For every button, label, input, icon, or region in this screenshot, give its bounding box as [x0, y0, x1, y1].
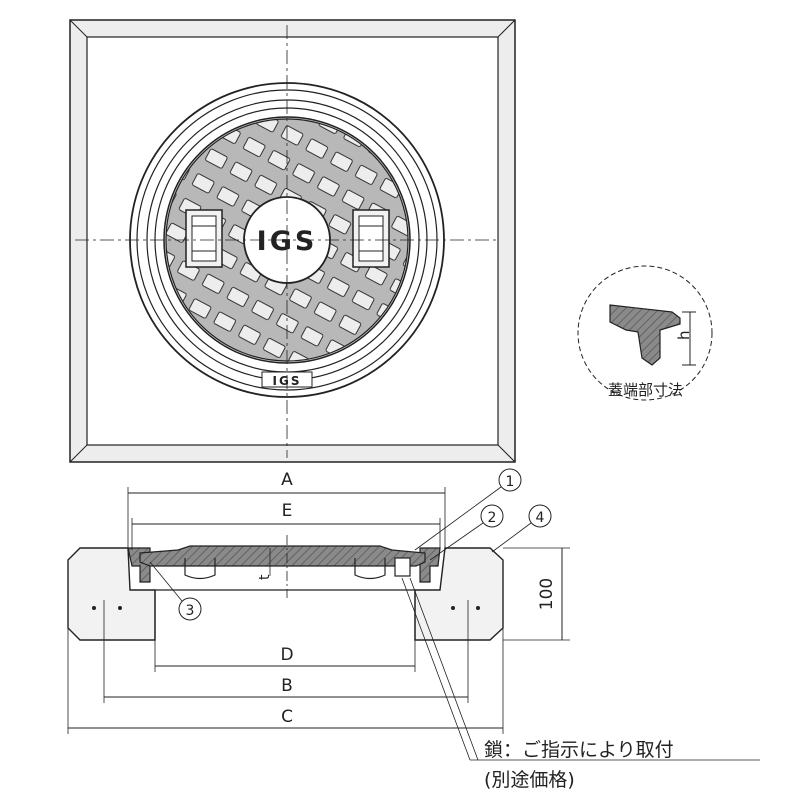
emblem-logo: IGS: [257, 226, 318, 257]
lid-section: [139, 545, 426, 567]
t-label: t: [257, 574, 273, 580]
lift-slot-left: [185, 209, 223, 268]
dim-a-label: A: [281, 470, 293, 490]
h-label: h: [675, 330, 693, 340]
callouts: 1 2 4 3: [149, 468, 760, 761]
lift-slot-right: [352, 209, 390, 268]
dimensions: A E D B C 100: [67, 470, 570, 734]
section-view: t: [67, 535, 504, 641]
dim-e-label: E: [282, 501, 293, 521]
dim-c-label: C: [281, 707, 293, 727]
detail-caption: 蓋端部寸法: [608, 381, 683, 399]
rim-logo: IGS: [273, 374, 302, 388]
dim-d-label: D: [280, 645, 293, 665]
edge-detail: h 蓋端部寸法: [577, 265, 713, 401]
dim-height: 100: [537, 578, 557, 610]
lock-note: 鎖：ご指示により取付: [484, 739, 674, 761]
lock: [394, 557, 411, 577]
lock-note-price: (別途価格): [484, 769, 575, 791]
dim-b-label: B: [281, 676, 293, 696]
plan-view: IGS IGS: [69, 19, 516, 463]
callout-2: 2: [488, 510, 497, 526]
callout-1: 1: [506, 474, 515, 490]
callout-4: 4: [536, 510, 545, 526]
callout-3: 3: [186, 603, 195, 619]
